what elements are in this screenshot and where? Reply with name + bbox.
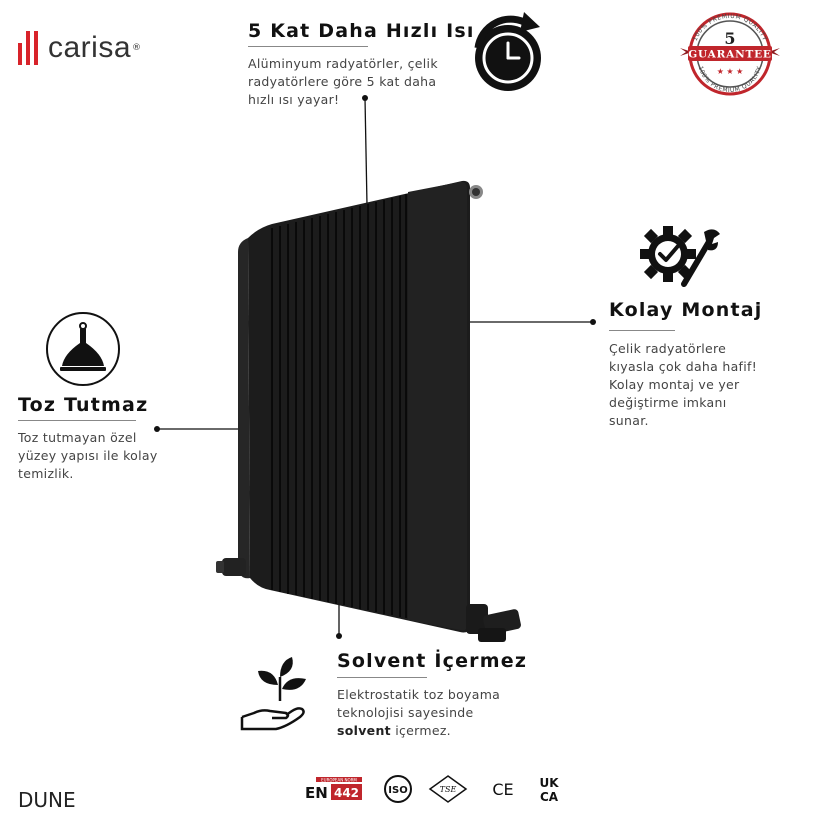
gear-wrench-icon <box>640 226 720 287</box>
svg-text:EUROPEAN NORM: EUROPEAN NORM <box>321 777 357 782</box>
model-name: DUNE <box>18 788 76 812</box>
feature-no-dust-description: Toz tutmayan özel yüzey yapısı ile kolay… <box>18 430 158 481</box>
badge-number: 5 <box>724 29 735 48</box>
feature-no-dust-underline <box>18 420 136 421</box>
hand-plant-icon <box>240 657 306 731</box>
leader-lines <box>157 97 593 636</box>
feature-easy-mount-underline <box>609 330 675 331</box>
feature-no-solvent-description: Elektrostatik toz boyama teknolojisi say… <box>337 687 501 738</box>
svg-text:ISO: ISO <box>388 785 407 796</box>
brand-name: carisa <box>48 31 132 64</box>
clock-arrow-icon <box>474 12 541 91</box>
svg-text:CA: CA <box>540 790 559 804</box>
feature-no-solvent-title: Solvent İçermez <box>337 650 528 672</box>
iso-cert-icon: ISO <box>384 775 412 803</box>
brand-logo: carisa ® <box>18 28 141 68</box>
feature-fast-heat-title: 5 Kat Daha Hızlı Isı <box>248 20 475 42</box>
badge-banner <box>688 46 772 61</box>
svg-text:CE: CE <box>492 780 513 799</box>
guarantee-badge: 100% PREMIUM QUALITY 100% PREMIUM QUALIT… <box>680 12 780 96</box>
svg-text:UK: UK <box>539 776 559 790</box>
ce-cert-icon: CE <box>492 780 513 799</box>
svg-text:EN: EN <box>305 784 328 802</box>
feature-fast-heat-underline <box>248 46 368 47</box>
duster-icon <box>46 312 120 386</box>
tse-cert-icon: TSE <box>428 775 468 803</box>
en442-cert-icon: EUROPEAN NORM EN 442 <box>305 777 362 802</box>
svg-text:442: 442 <box>334 786 359 800</box>
feature-no-dust-title: Toz Tutmaz <box>18 394 149 416</box>
feature-fast-heat-description: Alüminyum radyatörler, çelik radyatörler… <box>248 56 438 107</box>
feature-no-solvent-underline <box>337 677 427 678</box>
badge-stars: ★ ★ ★ <box>717 67 744 76</box>
solvent-bold: solvent <box>337 723 391 738</box>
feature-easy-mount-description: Çelik radyatörlere kıyasla çok daha hafi… <box>609 341 758 428</box>
brand-logo-mark <box>18 31 38 65</box>
brand-registered: ® <box>132 43 142 53</box>
ukca-cert-icon: UK CA <box>539 776 559 804</box>
feature-easy-mount-title: Kolay Montaj <box>609 299 763 321</box>
svg-text:TSE: TSE <box>440 785 457 794</box>
badge-banner-text: GUARANTEE <box>688 49 771 61</box>
